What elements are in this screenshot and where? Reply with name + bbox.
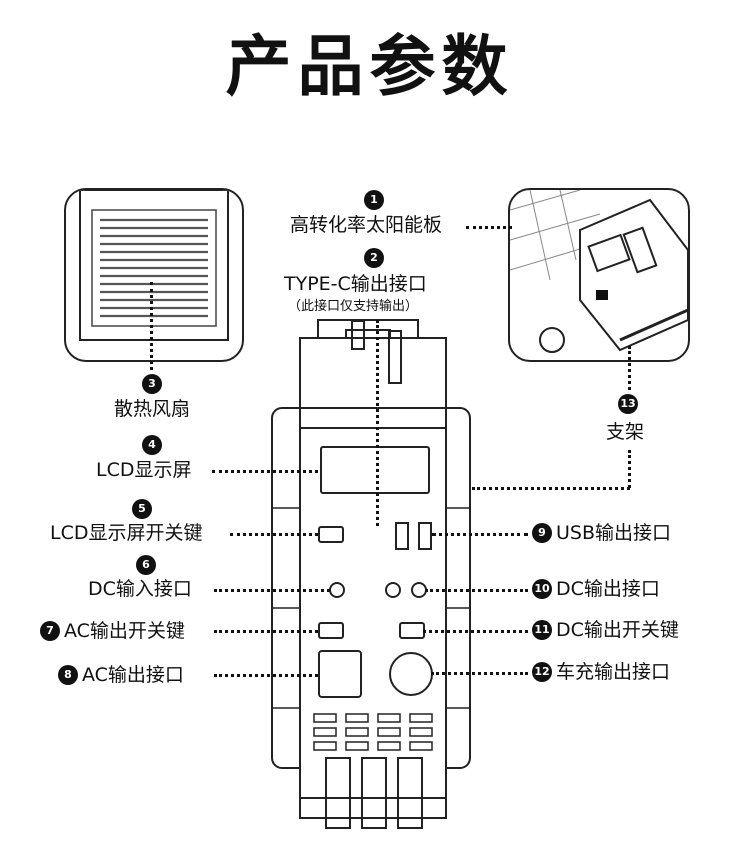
callout-number-7: 7 [40,621,60,641]
leader-line-13b [628,450,631,488]
callout-number-3: 3 [142,374,162,394]
callout-number-2: 2 [364,248,384,268]
callout-number-12: 12 [532,662,552,682]
callout-number-10: 10 [532,579,552,599]
leader-line-2 [376,320,379,526]
stand-inset [508,188,690,362]
callout-number-11: 11 [532,620,552,640]
callout-number-13: 13 [618,394,638,414]
vent-slots [313,713,433,751]
lcd-power-button[interactable] [318,526,344,543]
ac-power-button[interactable] [318,622,344,639]
leader-line-8 [214,674,318,677]
callout-label-1: 高转化率太阳能板 [290,214,443,236]
callout-label-13: 支架 [606,421,645,443]
callout-label-4: LCD显示屏 [96,459,192,481]
callout-number-1: 1 [364,190,384,210]
leader-line-6 [214,589,330,592]
callout-label-12: 车充输出接口 [556,661,671,683]
dc-power-button[interactable] [399,622,425,639]
callout-number-8: 8 [58,665,78,685]
callout-label-5: LCD显示屏开关键 [50,522,203,544]
callout-label-8: AC输出接口 [82,664,184,686]
power-station-body [271,319,471,829]
callout-number-9: 9 [532,523,552,543]
leader-line-13a [628,346,631,390]
leader-line-12 [431,672,528,675]
leader-line-3 [150,282,153,370]
callout-label-6: DC输入接口 [88,578,192,600]
callout-label-2: TYPE-C输出接口 [284,273,427,295]
leader-line-10 [425,589,528,592]
fan-vent-drawing [79,190,229,341]
callout-label-11: DC输出开关键 [556,619,679,641]
page-title: 产品参数 [225,28,514,105]
usb-port-2[interactable] [418,522,432,550]
lcd-screen [320,446,430,494]
leader-line-4 [212,470,318,473]
type-c-port-2[interactable] [388,330,402,384]
callout-note-2: （此接口仅支持输出） [288,299,419,314]
car-charger-port[interactable] [389,652,433,696]
callout-number-6: 6 [136,555,156,575]
leader-line-9 [432,533,528,536]
type-c-port-1[interactable] [351,320,365,350]
leader-line-11 [423,630,528,633]
ac-outlet[interactable] [318,650,362,698]
callout-label-3: 散热风扇 [114,398,191,420]
usb-port-1[interactable] [395,522,409,550]
leader-line-7 [214,630,318,633]
fan-inset [64,188,244,362]
leader-line-1 [466,226,512,229]
leader-line-5 [230,533,318,536]
callout-label-7: AC输出开关键 [64,620,185,642]
callout-number-4: 4 [142,435,162,455]
callout-label-10: DC输出接口 [556,578,660,600]
stand-drawing [510,190,688,353]
dc-input-port[interactable] [329,582,345,598]
dc-output-port-1[interactable] [385,582,401,598]
callout-label-9: USB输出接口 [556,522,672,544]
leader-line-13c [472,487,630,490]
callout-number-5: 5 [132,499,152,519]
